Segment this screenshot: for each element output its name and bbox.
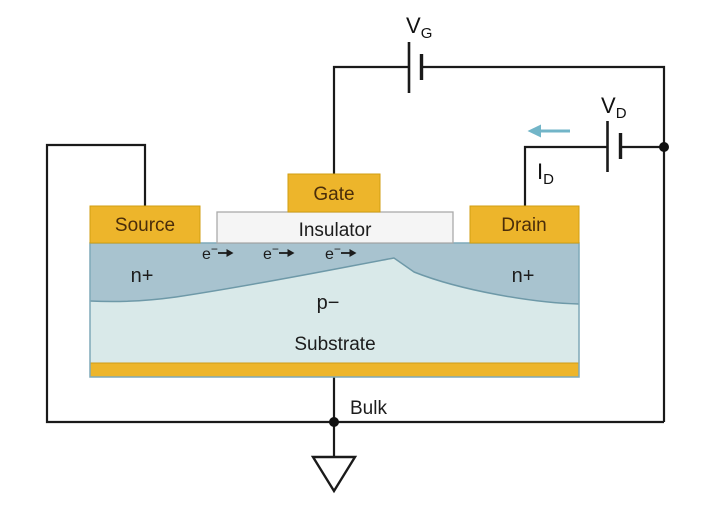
top-right-wire <box>422 65 666 422</box>
electron-flow-3: e− <box>325 242 357 263</box>
bulk-electrode <box>89 362 580 378</box>
vg-battery <box>407 42 424 93</box>
electron-label: e− <box>325 242 341 263</box>
insulator-label: Insulator <box>299 220 373 241</box>
vg-label: VG <box>406 13 432 42</box>
drain-label: Drain <box>501 215 546 236</box>
substrate-label: Substrate <box>294 334 375 355</box>
n-plus-drain-label: n+ <box>512 265 535 287</box>
electron-arrow-head <box>287 249 295 257</box>
insulator-layer <box>216 211 454 244</box>
id-label: ID <box>537 159 554 188</box>
p-minus-label: p− <box>317 292 340 314</box>
device-body <box>89 242 580 378</box>
right-junction-dot <box>659 142 669 152</box>
bulk-label: Bulk <box>350 398 387 419</box>
electron-label: e− <box>202 242 218 263</box>
electron-arrow-head <box>349 249 357 257</box>
bulk-junction-dot <box>329 417 339 427</box>
electron-flow-1: e− <box>202 242 234 263</box>
n-region-shape <box>90 243 579 304</box>
drain-wire <box>523 145 607 206</box>
source-bulk-loop-wire <box>45 143 664 424</box>
vd-battery <box>606 121 623 172</box>
ground-icon <box>310 455 358 494</box>
gate-label: Gate <box>313 184 354 205</box>
vd-label: VD <box>601 93 627 122</box>
source-electrode <box>89 205 201 244</box>
electron-flow-2: e− <box>263 242 295 263</box>
source-label: Source <box>115 215 175 236</box>
depletion-boundary <box>89 257 580 305</box>
electron-label: e− <box>263 242 279 263</box>
drain-electrode <box>469 205 580 244</box>
electron-arrow-head <box>226 249 234 257</box>
drain-current-arrow <box>527 124 570 138</box>
gate-wire <box>332 65 408 174</box>
n-plus-source-label: n+ <box>131 265 154 287</box>
gate-electrode <box>287 173 381 213</box>
current-arrow-head <box>527 124 541 138</box>
